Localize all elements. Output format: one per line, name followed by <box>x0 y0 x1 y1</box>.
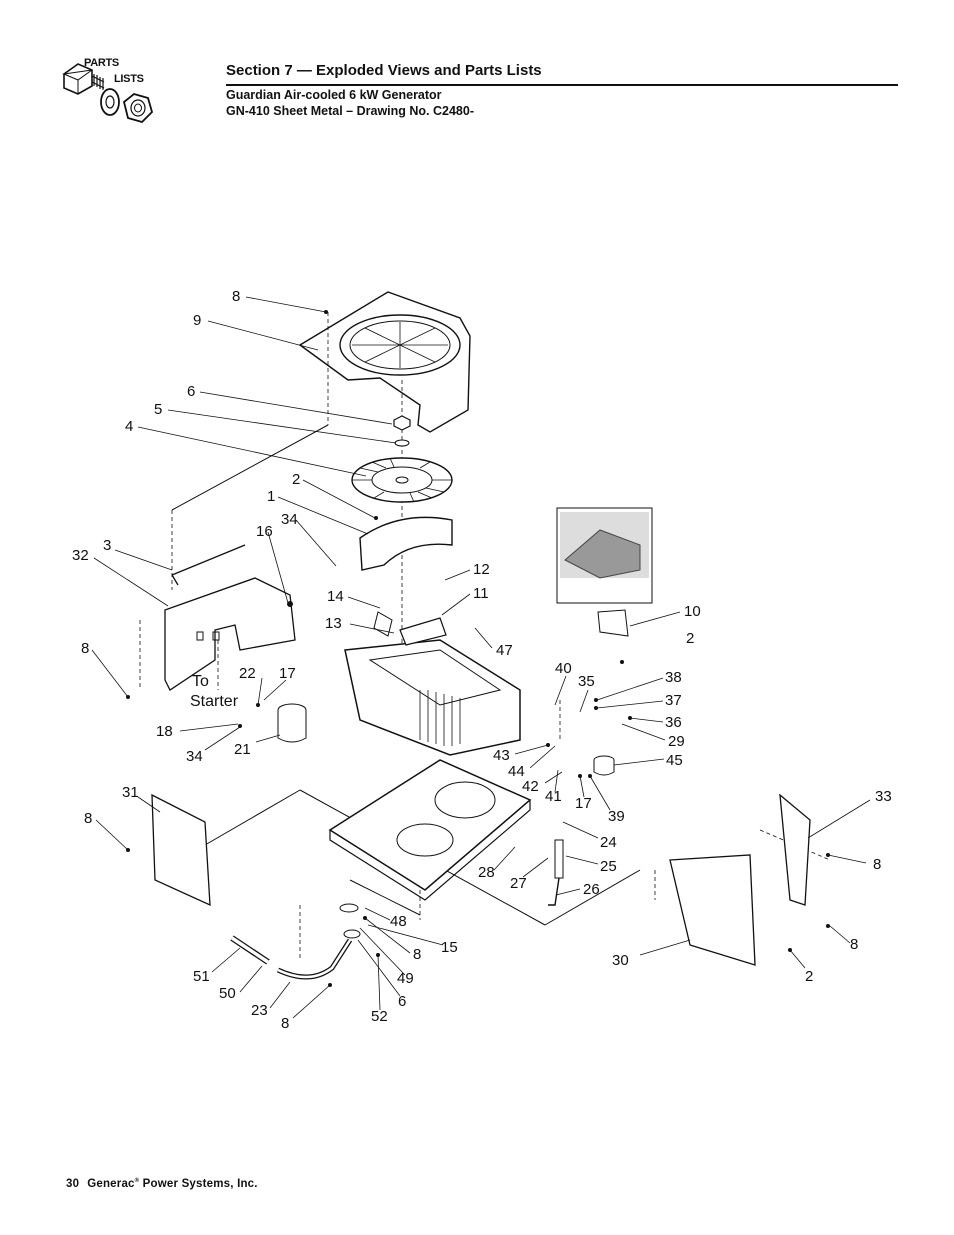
callout-label: 22 <box>239 665 256 682</box>
callout-label: 12 <box>473 561 490 578</box>
callout-label: 23 <box>251 1002 268 1019</box>
callout-label: 34 <box>186 748 203 765</box>
callout-label: 8 <box>873 856 881 873</box>
callout-label: 17 <box>279 665 296 682</box>
callout-label: 16 <box>256 523 273 540</box>
callout-label: 8 <box>232 288 240 305</box>
callout-label: 34 <box>281 511 298 528</box>
callout-label: 35 <box>578 673 595 690</box>
footer-company-rest: Power Systems, Inc. <box>139 1178 258 1190</box>
callout-label: 28 <box>478 864 495 881</box>
callout-label: 26 <box>583 881 600 898</box>
callout-label: 31 <box>122 784 139 801</box>
callout-label: 2 <box>292 471 300 488</box>
callout-label: 9 <box>193 312 201 329</box>
callout-label: 47 <box>496 642 513 659</box>
callout-label: 8 <box>81 640 89 657</box>
callout-label: 42 <box>522 778 539 795</box>
callout-label: 18 <box>156 723 173 740</box>
callout-label: 52 <box>371 1008 388 1025</box>
callout-label: 8 <box>281 1015 289 1032</box>
callout-label: 48 <box>390 913 407 930</box>
callout-label: 38 <box>665 669 682 686</box>
callout-label: 25 <box>600 858 617 875</box>
callout-label: 2 <box>805 968 813 985</box>
section-title: Section 7 — Exploded Views and Parts Lis… <box>226 62 542 79</box>
callout-label: 14 <box>327 588 344 605</box>
callout-to-text: To <box>192 673 209 690</box>
callout-label: 41 <box>545 788 562 805</box>
callout-label: 37 <box>665 692 682 709</box>
callout-label: 29 <box>668 733 685 750</box>
callout-starter-text: Starter <box>190 693 239 710</box>
callout-label: 5 <box>154 401 162 418</box>
page-footer: 30 Generac® Power Systems, Inc. <box>66 1178 258 1190</box>
page-number: 30 <box>66 1178 80 1190</box>
callout-label: 24 <box>600 834 617 851</box>
callout-label: 3 <box>103 537 111 554</box>
callout-label: 33 <box>875 788 892 805</box>
callout-label: 15 <box>441 939 458 956</box>
callout-label: 10 <box>684 603 701 620</box>
callout-label: 45 <box>666 752 683 769</box>
callout-label: 17 <box>575 795 592 812</box>
footer-company: Generac <box>87 1178 135 1190</box>
callout-label: 49 <box>397 970 414 987</box>
subtitle-model: Guardian Air-cooled 6 kW Generator <box>226 88 442 102</box>
callout-label: 50 <box>219 985 236 1002</box>
header-rule <box>226 84 898 86</box>
callout-label: 1 <box>267 488 275 505</box>
registered-mark: ® <box>134 1178 140 1185</box>
callout-label: 2 <box>686 630 694 647</box>
callout-label: 43 <box>493 747 510 764</box>
callout-label: 40 <box>555 660 572 677</box>
callout-label: 4 <box>125 418 133 435</box>
callout-label: 6 <box>398 993 406 1010</box>
callout-label: 8 <box>413 946 421 963</box>
callout-label: 6 <box>187 383 195 400</box>
callout-label: 13 <box>325 615 342 632</box>
callout-label: 36 <box>665 714 682 731</box>
logo-lists-text: LISTS <box>114 73 144 85</box>
logo-parts-text: PARTS <box>84 57 119 69</box>
callout-label: 8 <box>84 810 92 827</box>
callout-label: 30 <box>612 952 629 969</box>
callout-label: 11 <box>473 585 489 602</box>
callout-label: 27 <box>510 875 527 892</box>
callout-label: 44 <box>508 763 525 780</box>
subtitle-drawing: GN-410 Sheet Metal – Drawing No. C2480- <box>226 104 474 118</box>
callout-label: 8 <box>850 936 858 953</box>
parts-lists-logo <box>62 63 154 124</box>
callout-label: 32 <box>72 547 89 564</box>
callout-label: 51 <box>193 968 210 985</box>
callout-label: 21 <box>234 741 251 758</box>
callout-label: 39 <box>608 808 625 825</box>
